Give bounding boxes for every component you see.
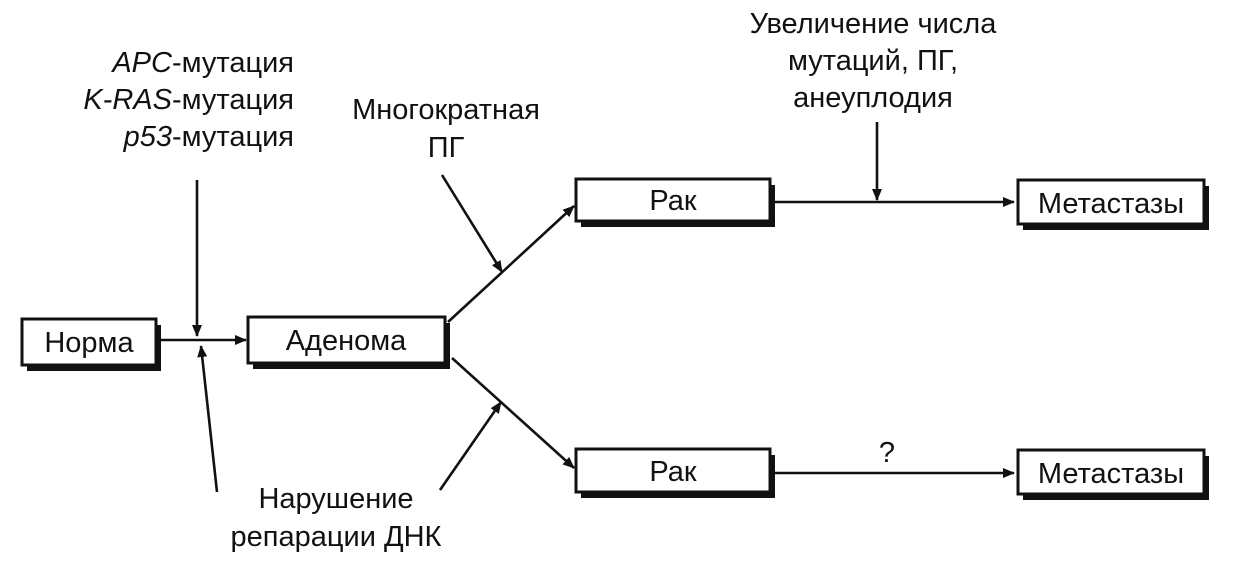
mutation-suffix: -мутация [172, 84, 294, 116]
node-metastases-bottom-label: Метастазы [1038, 458, 1184, 490]
increase-line-1: Увеличение числа [750, 8, 998, 40]
edges [155, 122, 1015, 493]
gene-apc: APC [110, 47, 173, 79]
question-mark: ? [879, 437, 895, 469]
mutation-line-apc: APC-мутация [110, 47, 294, 79]
node-cancer-top-label: Рак [649, 185, 697, 217]
arrow-multiple-pg [440, 174, 504, 273]
arrow-adenoma-to-cancer-bottom [451, 357, 575, 469]
multiple-pg-label: Многократная ПГ [352, 94, 540, 164]
gene-p53: p53 [123, 121, 172, 153]
node-metastases-top: Метастазы [1016, 178, 1209, 230]
dna-repair-line-2: репарации ДНК [231, 521, 442, 553]
mutation-line-kras: K-RAS-мутация [83, 84, 294, 116]
gene-kras: K-RAS [83, 84, 172, 116]
mutation-suffix: -мутация [172, 121, 294, 153]
dna-repair-line-1: Нарушение [258, 483, 413, 515]
dna-repair-label: Нарушение репарации ДНК [231, 483, 442, 553]
mutation-line-p53: p53-мутация [123, 121, 294, 153]
node-metastases-top-label: Метастазы [1038, 188, 1184, 220]
node-adenoma-label: Аденома [286, 325, 407, 357]
multiple-pg-line-2: ПГ [428, 132, 465, 164]
mutations-label: APC-мутация K-RAS-мутация p53-мутация [83, 47, 294, 153]
increase-line-2: мутаций, ПГ, [788, 45, 958, 77]
node-cancer-bottom: Рак [574, 447, 775, 498]
node-metastases-bottom: Метастазы [1016, 448, 1209, 500]
arrow-adenoma-to-cancer-top [447, 205, 575, 323]
mutation-suffix: -мутация [172, 47, 294, 79]
increase-line-3: анеуплодия [793, 82, 953, 114]
node-norma-label: Норма [44, 327, 134, 359]
node-adenoma: Аденома [246, 315, 450, 369]
arrow-dna-repair-up [197, 345, 219, 493]
node-norma: Норма [20, 317, 161, 371]
node-cancer-top: Рак [574, 177, 775, 227]
arrow-dna-repair-to-branch [438, 401, 503, 491]
increase-label: Увеличение числа мутаций, ПГ, анеуплодия [750, 8, 998, 114]
node-cancer-bottom-label: Рак [649, 456, 697, 488]
multiple-pg-line-1: Многократная [352, 94, 540, 126]
